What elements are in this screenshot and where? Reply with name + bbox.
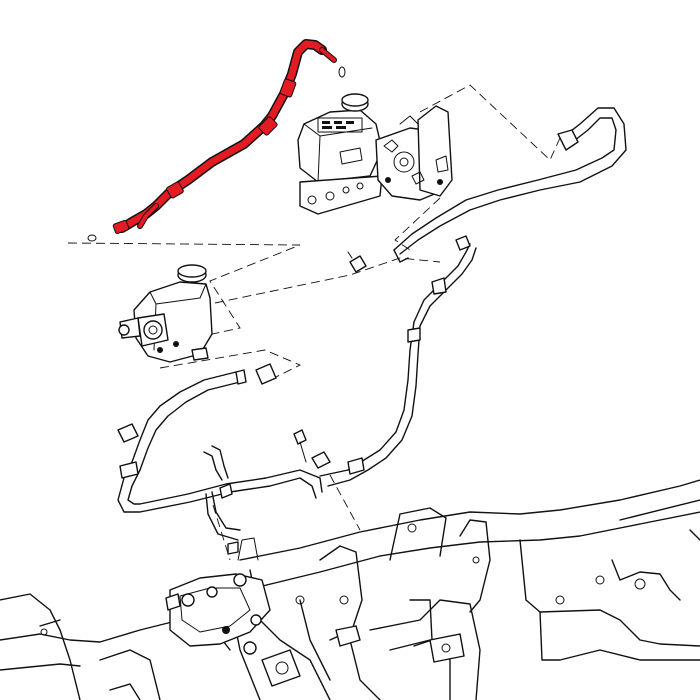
brake-master-cylinder [297, 93, 383, 215]
mounting-bolt [117, 363, 331, 555]
leader-lines [67, 84, 561, 561]
hose-clamp [347, 251, 367, 273]
return-hose [393, 107, 627, 263]
power-steering-pump [118, 264, 213, 363]
power-steering-pressure-hose [112, 39, 337, 235]
steering-gear [165, 537, 465, 687]
cooler-line [117, 235, 477, 541]
frame [0, 479, 700, 700]
o-ring-seal [87, 66, 346, 242]
hydro-boost-unit [375, 105, 453, 201]
